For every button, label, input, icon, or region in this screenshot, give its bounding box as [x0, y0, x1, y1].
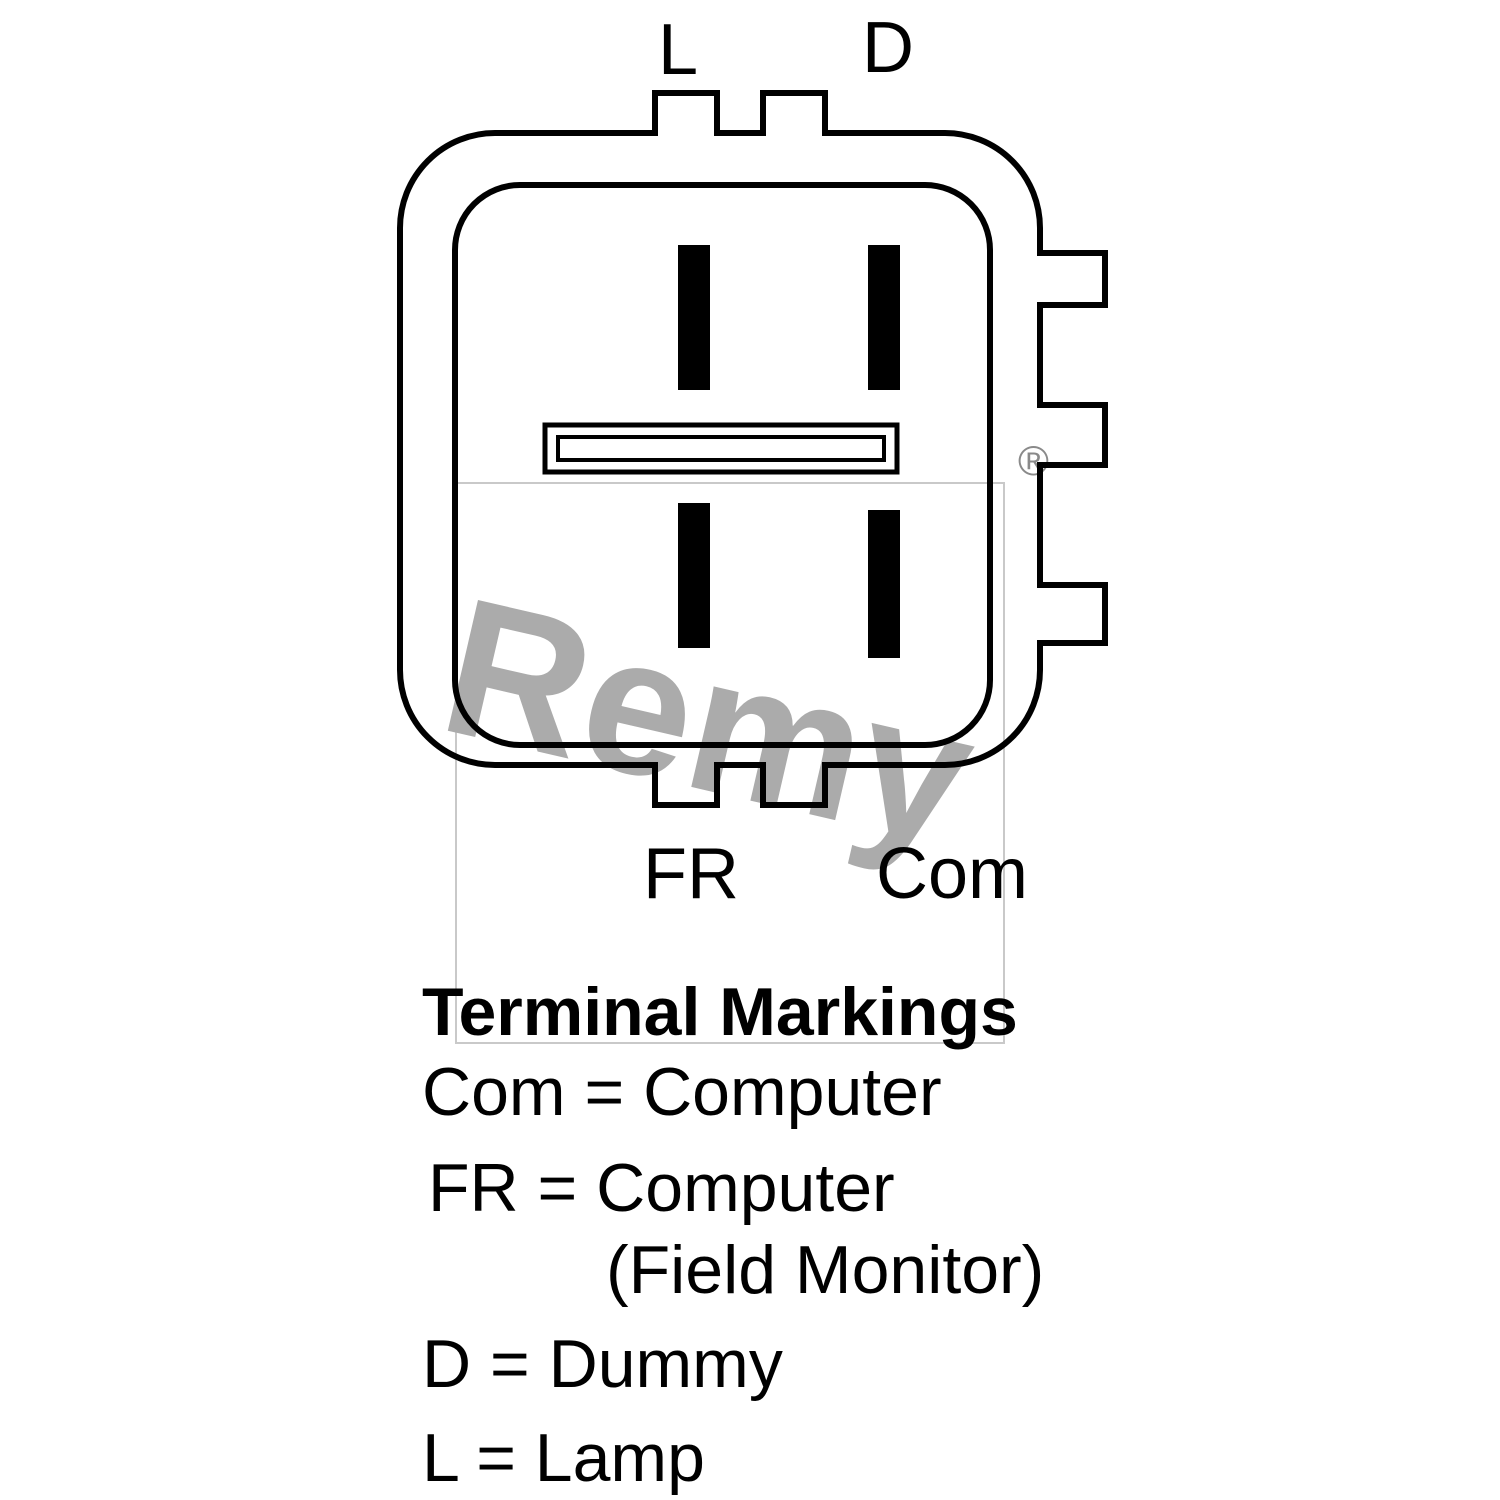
legend-line-d: D = Dummy: [422, 1326, 783, 1402]
legend-line-fr: FR = Computer: [428, 1150, 895, 1226]
label-terminal-l: L: [657, 10, 699, 90]
pin-com-terminal: [868, 510, 900, 658]
watermark-frame: [455, 482, 1005, 1044]
pin-d-terminal: [868, 245, 900, 390]
registered-trademark-symbol: ®: [1018, 437, 1049, 484]
connector-inner-outline: [452, 182, 993, 748]
legend-line-l: L = Lamp: [422, 1420, 705, 1496]
legend-title: Terminal Markings: [422, 974, 1018, 1050]
connector-outer-outline: [397, 90, 1108, 808]
legend-line-com: Com = Computer: [422, 1054, 942, 1130]
label-terminal-fr: FR: [643, 834, 739, 914]
label-terminal-d: D: [862, 8, 914, 88]
legend-line-field-monitor: (Field Monitor): [606, 1232, 1045, 1308]
pin-l-terminal: [678, 245, 710, 390]
label-terminal-com: Com: [875, 834, 1028, 914]
center-slot-inner: [556, 435, 886, 462]
pin-fr-terminal: [678, 503, 710, 648]
